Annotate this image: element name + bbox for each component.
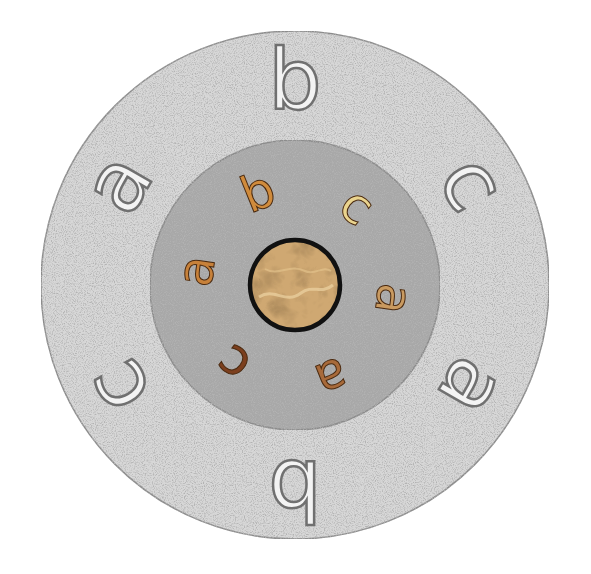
core-disc bbox=[245, 235, 345, 335]
inner-letter: a bbox=[367, 280, 421, 317]
inner-ring-fill bbox=[150, 140, 440, 430]
outer-ring-fill bbox=[41, 31, 549, 539]
marble-vein bbox=[265, 268, 331, 272]
ring-letter: b bbox=[268, 448, 321, 532]
marble-vein bbox=[259, 285, 333, 297]
marble-core bbox=[250, 240, 340, 330]
ring-letter: b bbox=[268, 38, 321, 122]
core-border bbox=[250, 240, 340, 330]
